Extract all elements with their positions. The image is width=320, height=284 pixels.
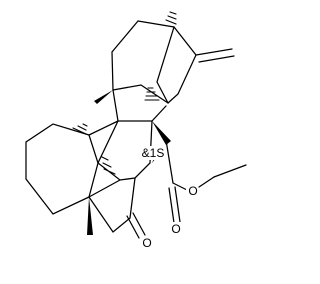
bond — [174, 186, 181, 223]
skeleton-bonds — [25, 20, 247, 239]
ester-carbonyl-oxygen: O — [171, 222, 180, 236]
bond — [112, 89, 167, 122]
hashed-bonds — [72, 11, 177, 175]
ester-ether-oxygen-backdrop — [186, 184, 199, 198]
hash-bond — [101, 156, 109, 161]
hash-bond — [82, 123, 88, 127]
bond — [213, 164, 247, 178]
bond — [88, 177, 136, 233]
hash-bond — [72, 127, 87, 135]
bond — [168, 187, 175, 224]
wedge-bond — [94, 90, 113, 104]
bond — [172, 182, 188, 191]
bond — [156, 26, 175, 104]
bond — [198, 55, 235, 63]
hash-bond — [77, 125, 87, 131]
stereo-label-backdrop — [141, 146, 165, 160]
wedge-bond — [87, 197, 93, 235]
bond — [126, 215, 140, 239]
bond — [88, 179, 121, 198]
ketone-oxygen: O — [142, 236, 151, 250]
ester-carbonyl-oxygen-backdrop — [170, 222, 183, 236]
hash-bond — [167, 15, 177, 20]
wedge-bond — [152, 121, 171, 145]
bond — [112, 84, 169, 104]
bond — [132, 212, 146, 236]
bond — [111, 20, 139, 91]
stereo-label: &1S — [142, 146, 165, 160]
ketone-oxygen-backdrop — [141, 236, 154, 250]
chemical-structure: &1S O O O — [25, 11, 247, 250]
bond — [198, 176, 215, 188]
bond — [25, 123, 99, 215]
bond — [195, 48, 233, 56]
bond — [88, 120, 119, 136]
hash-bond — [169, 11, 177, 15]
hash-bond — [103, 168, 116, 175]
bond — [137, 20, 197, 104]
hash-bond — [102, 162, 112, 168]
ester-ether-oxygen: O — [188, 184, 197, 198]
atom-labels: &1S O O O — [141, 146, 199, 250]
bond — [165, 139, 174, 184]
hash-bond — [165, 19, 177, 25]
